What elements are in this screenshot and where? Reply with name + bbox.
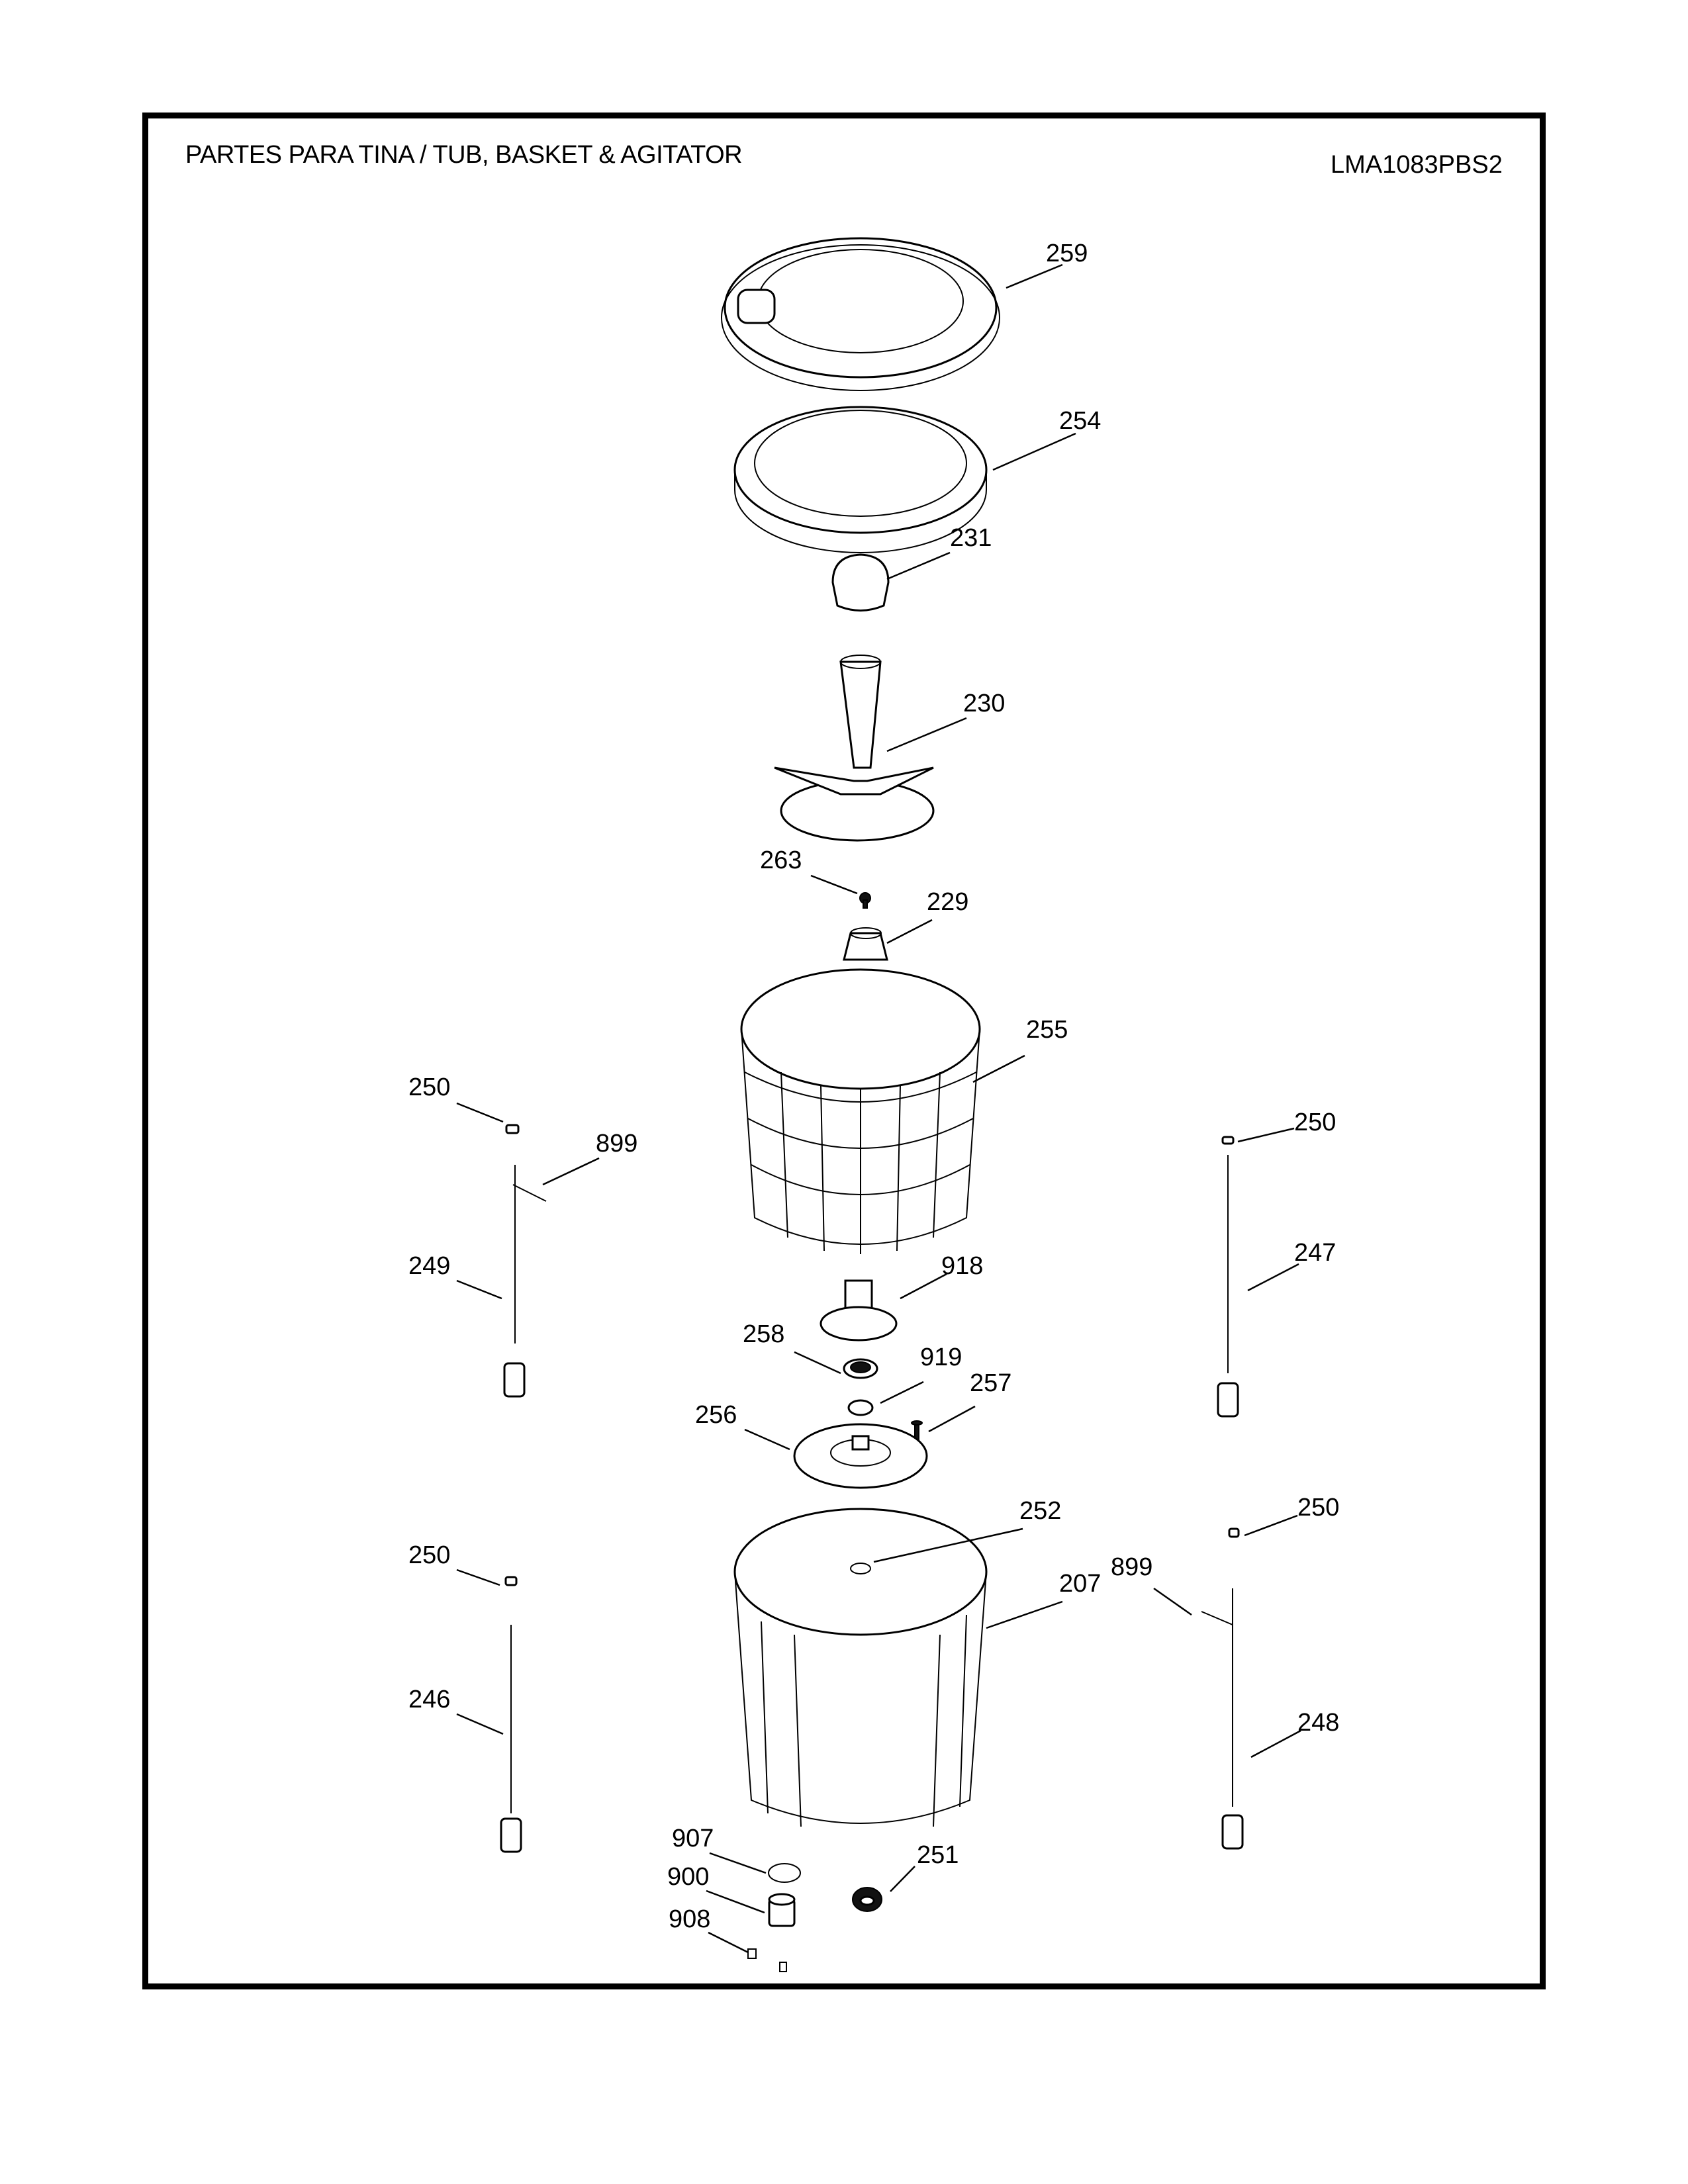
callout-899-left: 899 [596,1130,637,1158]
callout-249: 249 [408,1252,450,1280]
balance-ring-part [733,406,988,553]
diagram-title: PARTES PARA TINA / TUB, BASKET & AGITATO… [185,141,743,169]
wash-basket-part [740,968,981,1254]
callout-918: 918 [941,1252,983,1280]
callout-899-right: 899 [1111,1553,1152,1581]
suspension-rod-right-upper-part [1217,1136,1239,1418]
diagram-frame [142,113,1546,1989]
bolt-part [911,1420,923,1440]
callout-257: 257 [970,1369,1011,1397]
callout-254: 254 [1059,407,1101,435]
callout-250-right-lower: 250 [1297,1494,1339,1522]
callout-907: 907 [672,1825,714,1852]
agitator-part [774,655,935,842]
tub-cover-part [721,237,1000,391]
callout-258: 258 [743,1320,784,1348]
suspension-rod-right-lower-part [1201,1527,1244,1850]
screw-263-part [859,892,871,909]
basket-hub-part [820,1279,898,1342]
callout-207: 207 [1059,1570,1101,1598]
callout-900: 900 [667,1863,709,1891]
callout-248: 248 [1297,1709,1339,1737]
suspension-rod-left-upper-part [503,1124,547,1398]
callout-908: 908 [669,1905,710,1933]
outer-tub-part [733,1508,988,1827]
coupling-part [843,927,888,961]
suspension-rod-left-lower-part [500,1576,522,1853]
callout-231: 231 [950,524,992,552]
callout-255: 255 [1026,1016,1068,1044]
callout-263: 263 [760,846,802,874]
callout-252: 252 [1019,1497,1061,1525]
clip-part [747,1948,787,1972]
callout-247: 247 [1294,1239,1336,1267]
o-ring-part [768,1863,801,1883]
callout-259: 259 [1046,240,1088,267]
callout-919: 919 [920,1343,962,1371]
hub-nut-part [843,1358,878,1379]
callout-230: 230 [963,690,1005,717]
model-number: LMA1083PBS2 [1331,151,1503,179]
lock-washer-part [847,1399,874,1416]
callout-229: 229 [927,888,968,916]
callout-250-left-lower: 250 [408,1541,450,1569]
callout-250-left-upper: 250 [408,1073,450,1101]
callout-251: 251 [917,1841,959,1869]
callout-250-right-upper: 250 [1294,1109,1336,1136]
agitator-cap-part [831,553,890,612]
leader-lines [456,263,1301,1954]
bearing-seal-part [852,1887,882,1912]
drain-valve-part [768,1893,796,1927]
callout-246: 246 [408,1686,450,1713]
tub-flange-part [793,1423,928,1489]
callout-256: 256 [695,1401,737,1429]
